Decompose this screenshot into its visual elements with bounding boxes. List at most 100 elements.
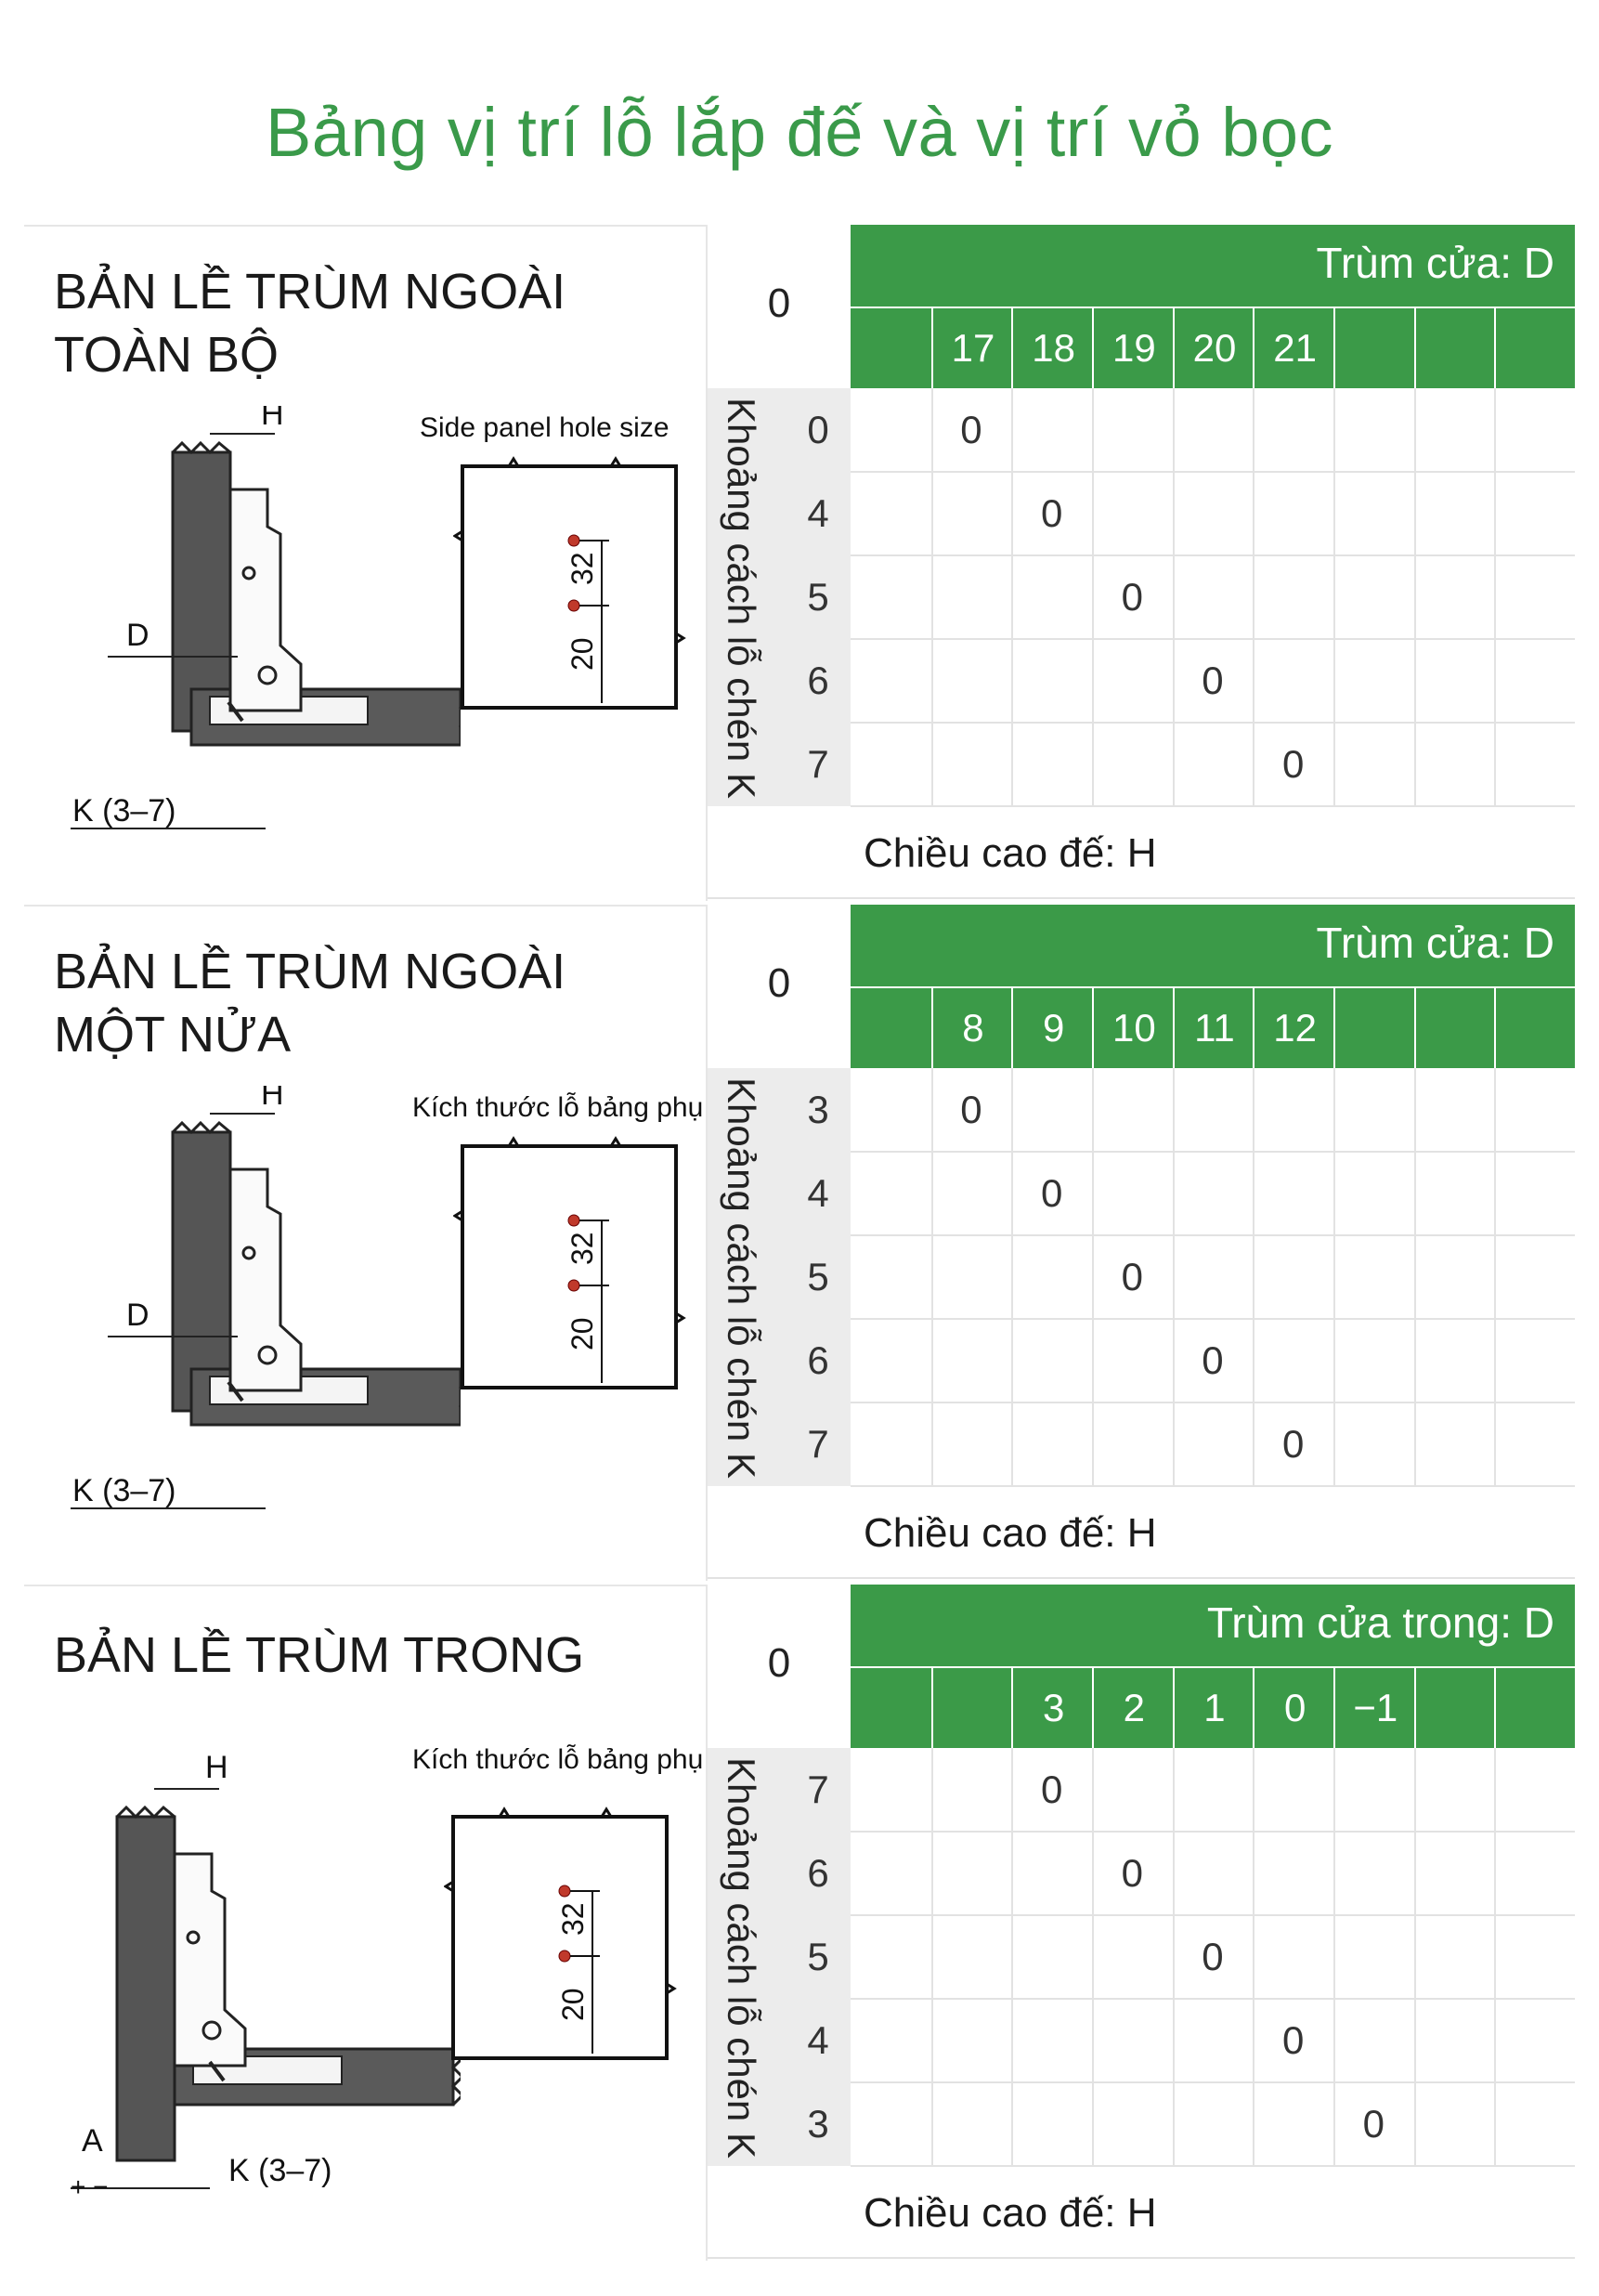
plate-screw bbox=[227, 1380, 244, 1402]
side-label: Khoảng cách lỗ chén K bbox=[720, 1757, 763, 2159]
k-row-value: 4 bbox=[807, 491, 829, 535]
a-label: A bbox=[82, 2123, 103, 2159]
header-column-label: 10 bbox=[1092, 988, 1175, 1068]
header-column-label bbox=[851, 1668, 931, 1748]
row-divider bbox=[851, 2165, 1575, 2167]
door-break-line bbox=[115, 1805, 176, 1820]
header-column-label: 3 bbox=[1011, 1668, 1094, 1748]
column-divider bbox=[1333, 1748, 1335, 2166]
column-divider bbox=[1092, 1068, 1094, 1486]
k-row-value: 6 bbox=[807, 1338, 829, 1382]
corner-zero: 0 bbox=[767, 1640, 791, 1686]
d-label: D bbox=[126, 1298, 150, 1333]
table-footer: Chiều cao đế: H bbox=[864, 830, 1157, 876]
side-panel-hole-drawing: 32 20 bbox=[444, 1807, 677, 2060]
k-row-value: 5 bbox=[807, 575, 829, 619]
panel-outline bbox=[461, 1144, 678, 1389]
header-column-label bbox=[1494, 988, 1577, 1068]
side-label: Khoảng cách lỗ chén K bbox=[720, 1077, 763, 1479]
hole-top bbox=[567, 1214, 580, 1227]
hinge-pivot bbox=[186, 1930, 201, 1945]
dim-20-label: 20 bbox=[566, 637, 599, 671]
k-label: K (3–7) bbox=[72, 1473, 176, 1508]
k-row-value: 6 bbox=[807, 659, 829, 702]
panel-diagram: 32 20 bbox=[444, 1807, 677, 2060]
hole-top bbox=[558, 1885, 571, 1898]
row-divider bbox=[851, 1998, 1575, 2000]
header-title: Trùm cửa trong: D bbox=[1206, 1598, 1554, 1647]
table-cell-value: 0 bbox=[1281, 2018, 1305, 2062]
panel-break-marks bbox=[444, 1807, 677, 1995]
table-cell-value: 0 bbox=[1202, 659, 1224, 702]
plus-minus-label: + − bbox=[71, 2172, 108, 2201]
k-row-value: 7 bbox=[807, 742, 829, 786]
table-cell-value: 0 bbox=[1040, 1768, 1063, 1811]
table-footer: Chiều cao đế: H bbox=[864, 2190, 1157, 2236]
hinge-screw bbox=[257, 1345, 278, 1365]
k-row-value: 6 bbox=[807, 1851, 829, 1895]
dim-32-label: 32 bbox=[566, 1232, 599, 1265]
hole-bottom bbox=[567, 599, 580, 612]
table-cell-value: 0 bbox=[1281, 1422, 1305, 1466]
hole-bottom bbox=[567, 1279, 580, 1292]
table-cell-value: 0 bbox=[1121, 1851, 1143, 1895]
dim-20-label: 20 bbox=[566, 1317, 599, 1350]
column-divider bbox=[1413, 1068, 1416, 1486]
header-title: Trùm cửa: D bbox=[1316, 919, 1554, 967]
header-column-label: 19 bbox=[1092, 308, 1175, 388]
table-cell-value: 0 bbox=[1202, 1338, 1224, 1382]
table-cell-value: 0 bbox=[1040, 1171, 1063, 1215]
header-column-label: 9 bbox=[1011, 988, 1094, 1068]
k-row-value: 3 bbox=[807, 1088, 829, 1131]
column-divider bbox=[1172, 1748, 1175, 2166]
k-distance-side: Khoảng cách lỗ chén K bbox=[708, 1068, 851, 1486]
d-label: D bbox=[126, 618, 150, 653]
h-label: H bbox=[261, 1086, 284, 1112]
column-divider bbox=[1413, 1748, 1416, 2166]
header-column-label: −1 bbox=[1333, 1668, 1416, 1748]
hinge-diagram: HDK (3–7) bbox=[71, 406, 461, 829]
section-heading: BẢN LỀ TRÙM NGOÀI TOÀN BỘ bbox=[54, 264, 566, 383]
header-column-label bbox=[1333, 988, 1416, 1068]
k-row-value: 5 bbox=[807, 1255, 829, 1298]
header-column-label bbox=[851, 988, 931, 1068]
corner-zero: 0 bbox=[767, 960, 791, 1006]
hinge-screw bbox=[202, 2020, 222, 2041]
header-column-label: 18 bbox=[1011, 308, 1094, 388]
header-divider bbox=[851, 307, 1575, 308]
column-divider bbox=[1253, 1068, 1255, 1486]
header-column-label bbox=[851, 308, 931, 388]
table-footer: Chiều cao đế: H bbox=[864, 1510, 1157, 1556]
k-row-value: 5 bbox=[807, 1935, 829, 1978]
header-column-label: 1 bbox=[1172, 1668, 1255, 1748]
column-divider bbox=[1494, 1748, 1497, 2166]
row-divider bbox=[851, 2081, 1575, 2083]
door-panel bbox=[115, 1815, 176, 2162]
hole-bottom bbox=[558, 1950, 571, 1963]
header-column-label: 0 bbox=[1253, 1668, 1335, 1748]
header-column-label bbox=[930, 1668, 1014, 1748]
plate-screw bbox=[208, 2060, 226, 2082]
hinge-diagram: HK (3–7)A+ − bbox=[71, 1752, 461, 2201]
dim-32-label: 32 bbox=[556, 1902, 590, 1936]
column-divider bbox=[1333, 388, 1335, 806]
hinge-drawing: HK (3–7)A+ − bbox=[71, 1752, 461, 2201]
table-cell-value: 0 bbox=[1281, 742, 1305, 786]
dim-20-label: 20 bbox=[556, 1988, 590, 2021]
section-frame bbox=[24, 905, 708, 1581]
table-cell-value: 0 bbox=[960, 408, 982, 451]
page-title: Bảng vị trí lỗ lắp đế và vị trí vỏ bọc bbox=[265, 94, 1334, 171]
row-divider bbox=[851, 1402, 1575, 1403]
panel-caption: Kích thước lỗ bảng phụ bbox=[412, 1092, 704, 1123]
header-column-label bbox=[1333, 308, 1416, 388]
table-cell-value: 0 bbox=[1121, 575, 1143, 619]
row-divider bbox=[851, 554, 1575, 556]
row-divider bbox=[851, 1151, 1575, 1153]
door-break-line bbox=[171, 440, 231, 455]
column-divider bbox=[930, 388, 933, 806]
